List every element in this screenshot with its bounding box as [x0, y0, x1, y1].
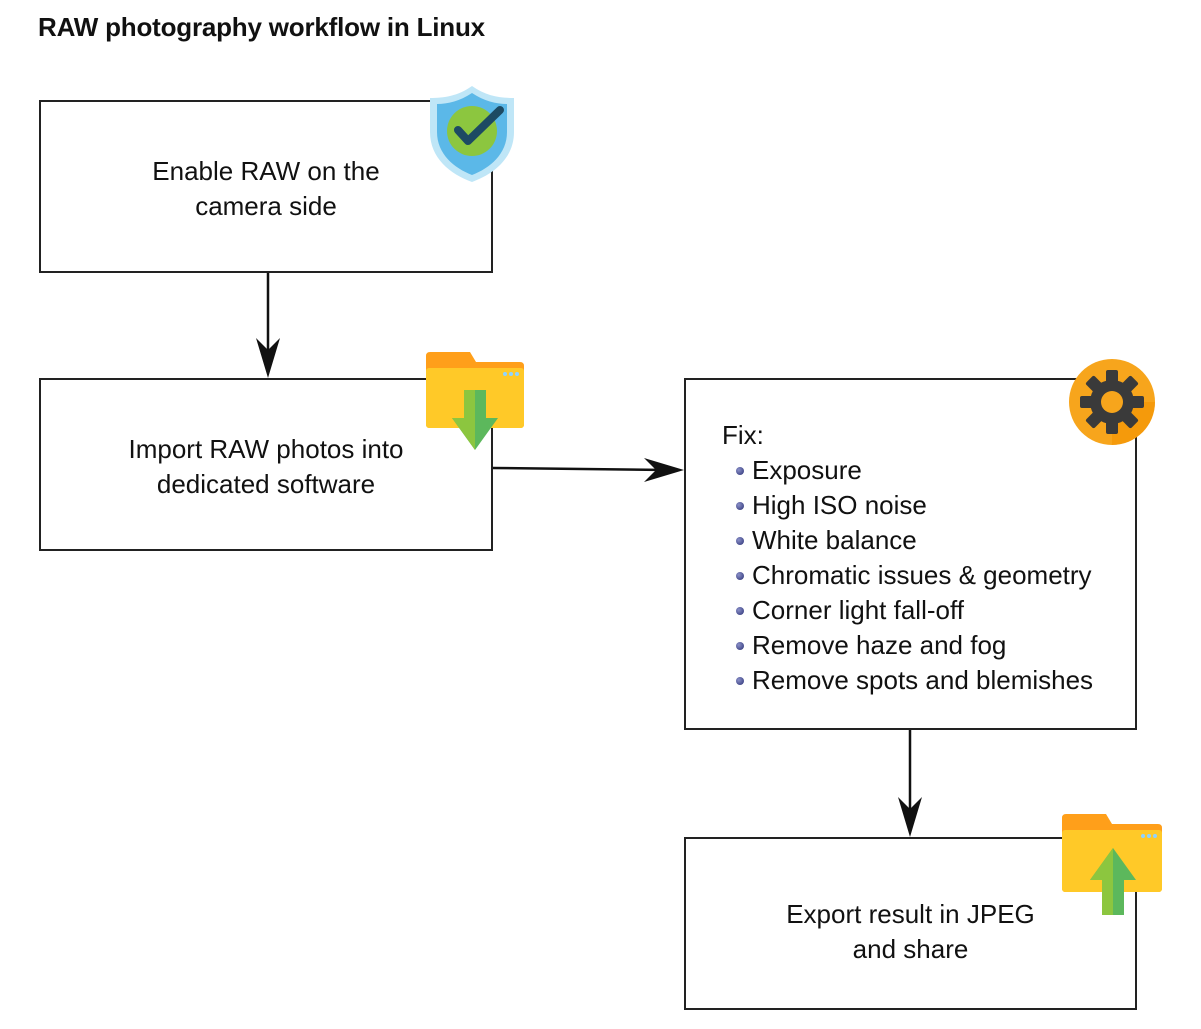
fix-heading: Fix:	[722, 420, 764, 450]
gear-icon	[1069, 359, 1155, 445]
step-import-raw: Import RAW photos into dedicated softwar…	[39, 378, 493, 551]
folder-download-icon	[426, 352, 524, 450]
fix-item-label: Remove spots and blemishes	[752, 665, 1094, 695]
fix-item-spots-blemishes: Remove spots and blemishes	[734, 663, 1093, 698]
fix-item-exposure: Exposure	[734, 453, 1093, 488]
fix-item-label: Chromatic issues & geometry	[752, 560, 1092, 590]
fix-item-haze-fog: Remove haze and fog	[734, 628, 1093, 663]
arrowhead-fix-to-export	[898, 797, 922, 837]
fix-item-label: White balance	[752, 525, 917, 555]
arrowhead-enable-to-import	[256, 338, 280, 378]
fix-item-label: Remove haze and fog	[752, 630, 1007, 660]
folder-upload-icon	[1062, 814, 1162, 915]
fix-item-chromatic-geometry: Chromatic issues & geometry	[734, 558, 1093, 593]
shield-check-icon	[430, 86, 514, 182]
step-export: Export result in JPEG and share	[684, 837, 1137, 1010]
connector-import-to-fix	[492, 466, 669, 472]
fix-item-high-iso-noise: High ISO noise	[734, 488, 1093, 523]
arrowhead-import-to-fix	[644, 458, 684, 482]
bullet-icon	[736, 572, 744, 580]
step-export-label: Export result in JPEG and share	[786, 899, 1035, 964]
fix-item-corner-falloff: Corner light fall-off	[734, 593, 1093, 628]
step-enable-raw-label: Enable RAW on the camera side	[152, 156, 380, 221]
bullet-icon	[736, 502, 744, 510]
fix-item-white-balance: White balance	[734, 523, 1093, 558]
fix-item-label: Corner light fall-off	[752, 595, 964, 625]
fix-item-label: High ISO noise	[752, 490, 927, 520]
diagram-title: RAW photography workflow in Linux	[38, 12, 485, 42]
bullet-icon	[736, 607, 744, 615]
fix-list: Exposure High ISO noise White balance Ch…	[734, 453, 1093, 698]
step-enable-raw: Enable RAW on the camera side	[39, 100, 493, 273]
bullet-icon	[736, 642, 744, 650]
fix-item-label: Exposure	[752, 455, 862, 485]
step-fix: Fix: Exposure High ISO noise White balan…	[684, 378, 1137, 730]
bullet-icon	[736, 677, 744, 685]
bullet-icon	[736, 467, 744, 475]
step-import-raw-label: Import RAW photos into dedicated softwar…	[128, 434, 404, 499]
bullet-icon	[736, 537, 744, 545]
